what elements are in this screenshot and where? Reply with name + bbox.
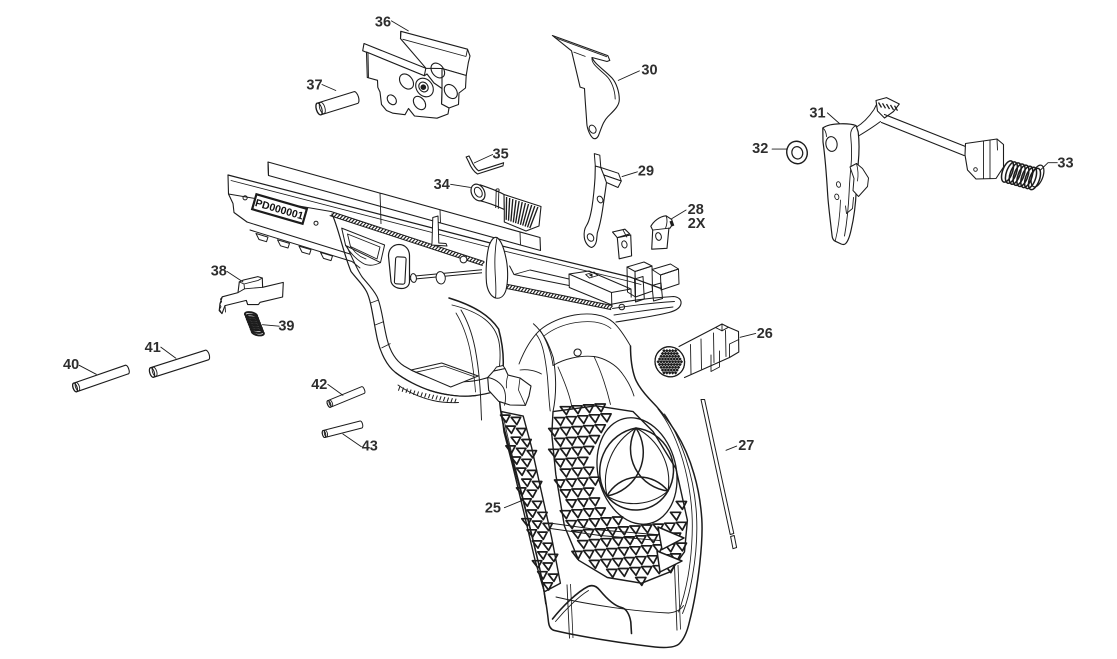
svg-text:33: 33 bbox=[1057, 156, 1073, 172]
svg-text:27: 27 bbox=[738, 438, 754, 454]
svg-text:43: 43 bbox=[362, 438, 378, 454]
svg-text:32: 32 bbox=[752, 141, 768, 157]
svg-text:29: 29 bbox=[638, 164, 654, 180]
svg-text:35: 35 bbox=[493, 147, 509, 163]
svg-text:2X: 2X bbox=[688, 216, 706, 232]
svg-text:25: 25 bbox=[485, 500, 501, 516]
svg-text:36: 36 bbox=[375, 14, 391, 30]
svg-text:34: 34 bbox=[434, 177, 450, 193]
svg-text:39: 39 bbox=[278, 318, 294, 334]
svg-text:26: 26 bbox=[757, 326, 773, 342]
svg-text:37: 37 bbox=[306, 77, 322, 93]
svg-text:30: 30 bbox=[641, 63, 657, 79]
svg-text:40: 40 bbox=[63, 357, 79, 373]
svg-text:31: 31 bbox=[809, 105, 825, 121]
svg-text:38: 38 bbox=[211, 263, 227, 279]
svg-text:41: 41 bbox=[145, 340, 161, 356]
svg-text:42: 42 bbox=[311, 377, 327, 393]
